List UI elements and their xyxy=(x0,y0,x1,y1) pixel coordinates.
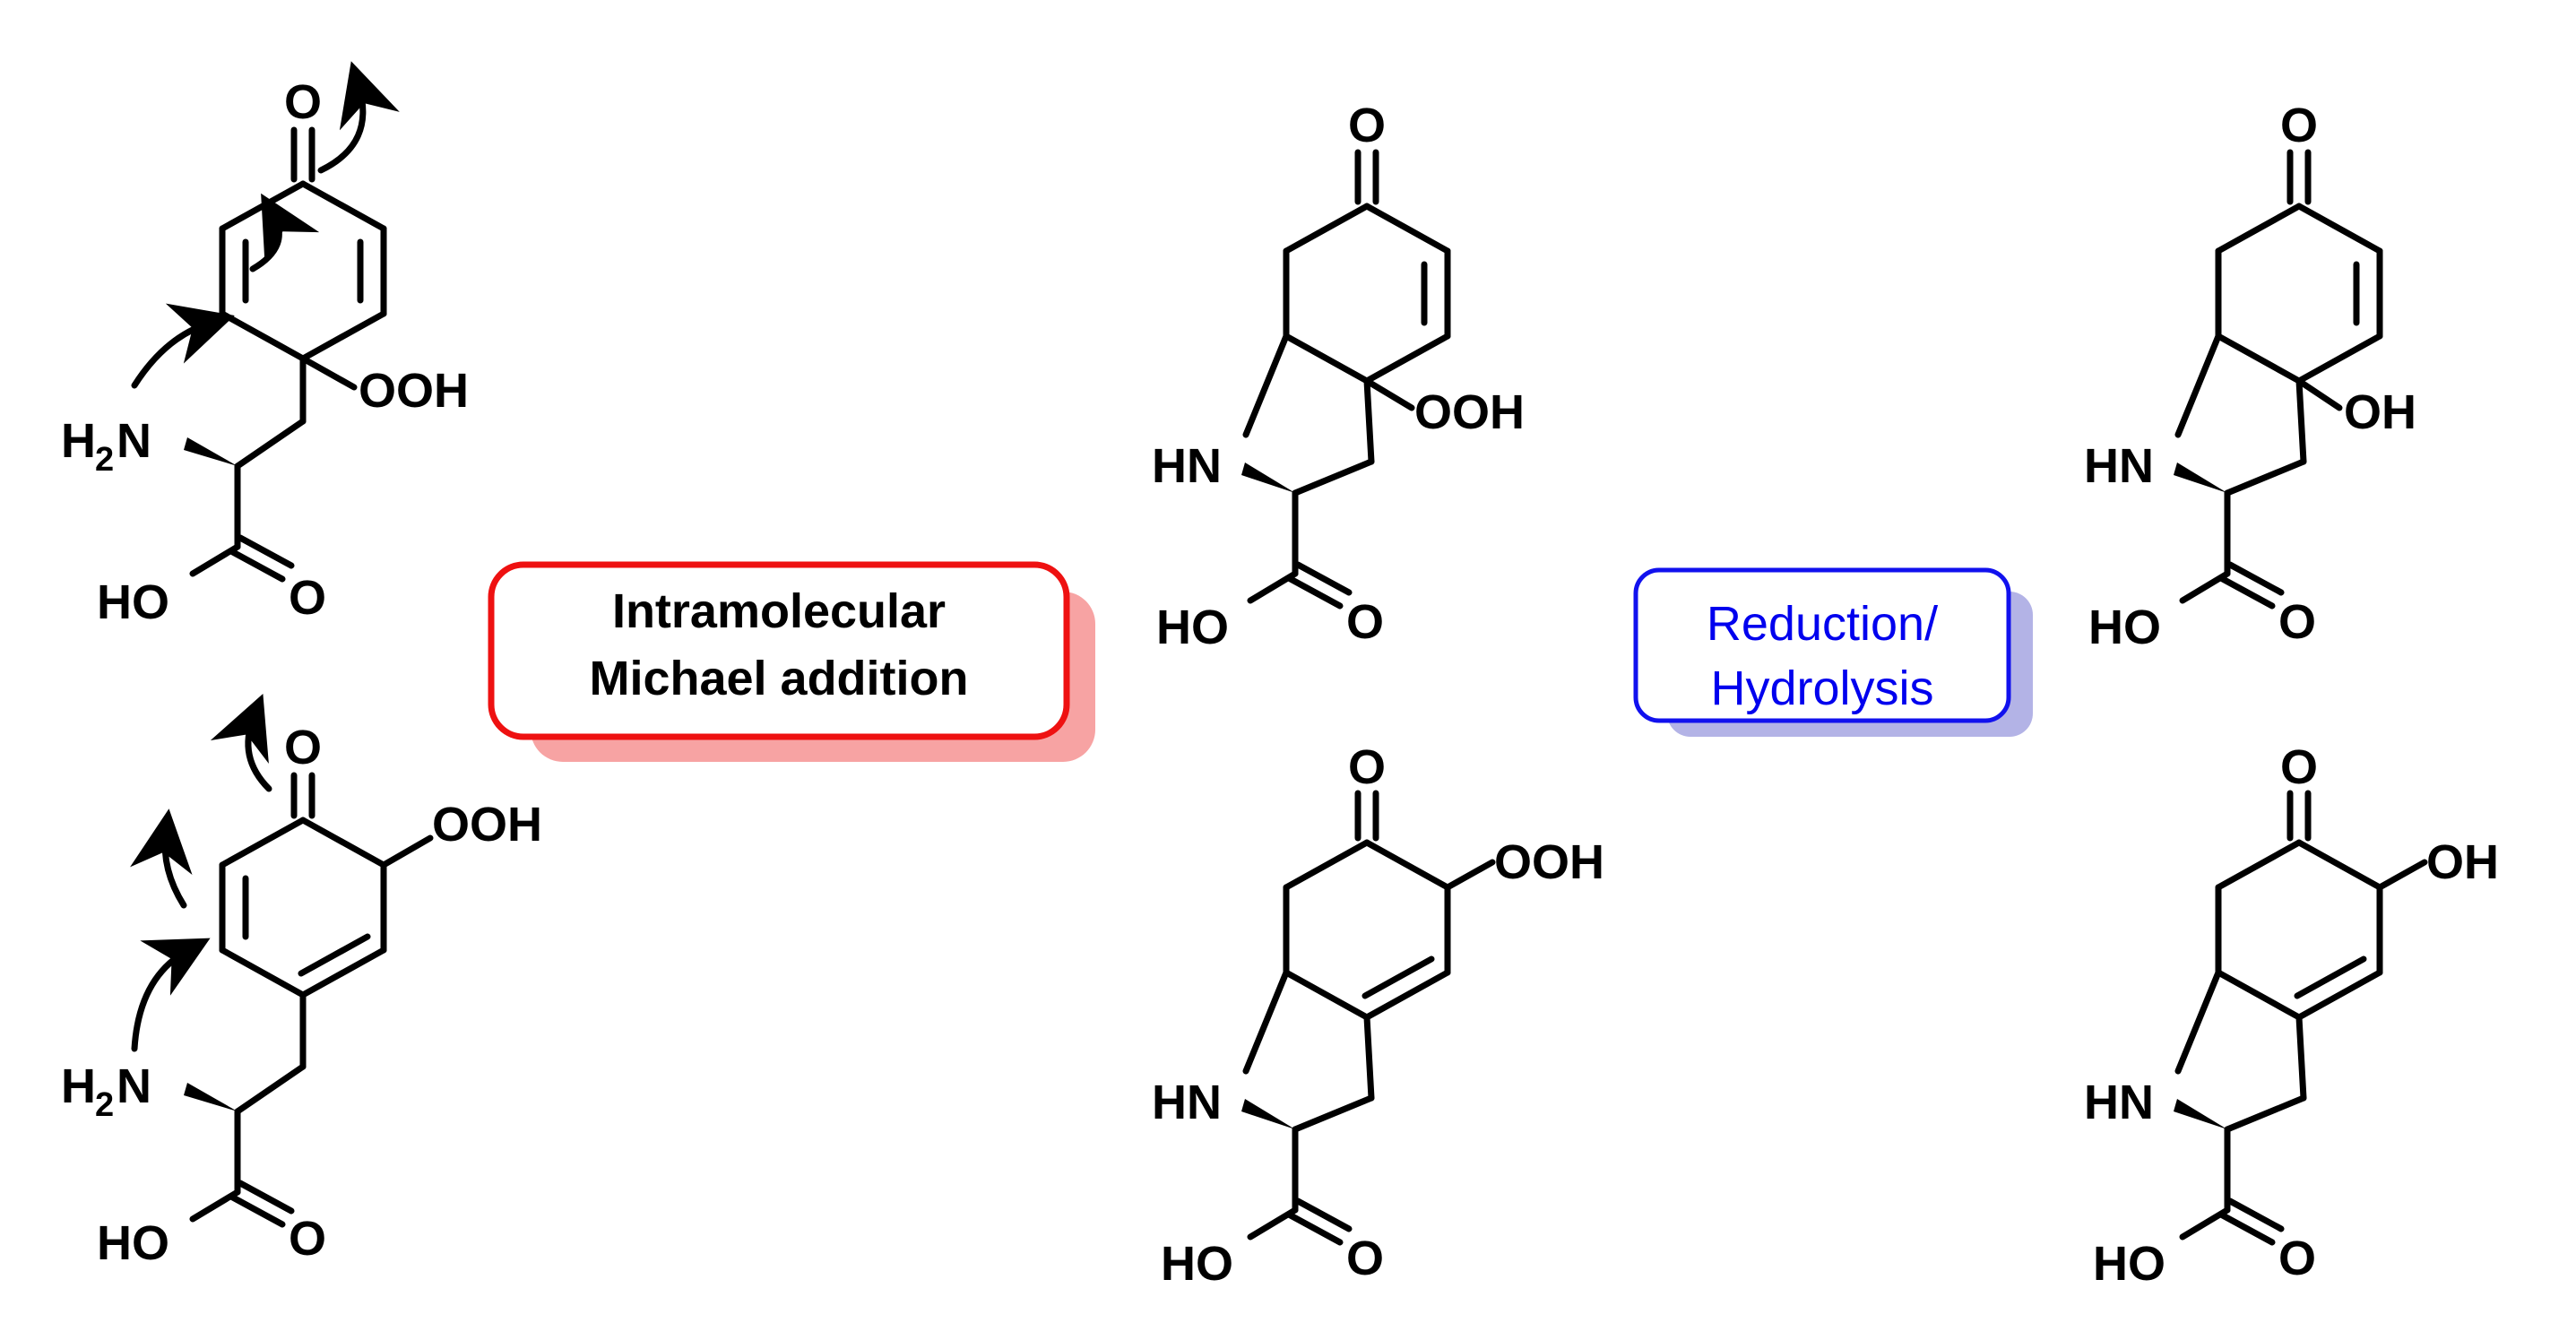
m5-carbonyl-o: O xyxy=(2278,595,2316,649)
m3-oxygen: O xyxy=(1348,99,1386,152)
m1-hydroxyl: HO xyxy=(97,575,169,629)
m2-carbonyl-o: O xyxy=(289,1212,326,1266)
michael-addition-box: Intramolecular Michael addition xyxy=(488,561,1095,762)
m1-oxygen: O xyxy=(284,75,322,129)
m2-amine-n: N xyxy=(117,1059,151,1113)
m6-amine: HN xyxy=(2084,1076,2154,1129)
molecule-1 xyxy=(131,61,400,583)
m6-hydroxyl-ring: OH xyxy=(2426,835,2499,889)
m6-carbonyl-o: O xyxy=(2278,1232,2316,1285)
michael-box-frame xyxy=(488,561,1070,740)
m5-oxygen: O xyxy=(2280,99,2318,152)
m2-oxygen: O xyxy=(284,721,322,774)
m5-amine: HN xyxy=(2084,439,2154,493)
molecule-2 xyxy=(130,693,434,1228)
reduction-box-frame xyxy=(1633,567,2011,723)
michael-box-line2: Michael addition xyxy=(589,652,968,705)
m1-hydroperoxide: OOH xyxy=(359,364,469,418)
m1-amine-h: H xyxy=(61,414,96,468)
molecule-5 xyxy=(2174,149,2383,609)
m3-amine: HN xyxy=(1152,439,1222,493)
m1-amine-n: N xyxy=(117,414,151,468)
reduction-box-line2: Hydrolysis xyxy=(1710,661,1933,715)
reduction-box: Reduction/ Hydrolysis xyxy=(1633,567,2033,737)
m1-amine-subscript: 2 xyxy=(95,441,114,479)
m4-carbonyl-o: O xyxy=(1346,1232,1384,1285)
michael-box-line1: Intramolecular xyxy=(612,584,946,638)
m4-oxygen: O xyxy=(1348,740,1386,794)
molecule-6 xyxy=(2174,790,2428,1246)
m4-hydroxyl: HO xyxy=(1161,1237,1233,1291)
m3-carbonyl-o: O xyxy=(1346,595,1384,649)
m1-carbonyl-o: O xyxy=(289,571,326,625)
m3-hydroperoxide: OOH xyxy=(1414,385,1525,439)
molecule-4 xyxy=(1241,790,1496,1246)
m6-hydroxyl: HO xyxy=(2093,1237,2165,1291)
m5-hydroxyl: HO xyxy=(2088,601,2161,654)
m4-amine: HN xyxy=(1152,1076,1222,1129)
reduction-box-line1: Reduction/ xyxy=(1707,597,1938,651)
molecule-3 xyxy=(1241,149,1451,609)
m2-amine-subscript: 2 xyxy=(95,1086,114,1124)
m2-amine-h: H xyxy=(61,1059,96,1113)
m4-hydroperoxide: OOH xyxy=(1494,835,1604,889)
m3-hydroxyl: HO xyxy=(1156,601,1229,654)
m2-hydroperoxide: OOH xyxy=(432,798,542,852)
m2-hydroxyl: HO xyxy=(97,1216,169,1270)
m6-oxygen: O xyxy=(2280,740,2318,794)
m5-hydroxyl-ring: OH xyxy=(2344,385,2416,439)
